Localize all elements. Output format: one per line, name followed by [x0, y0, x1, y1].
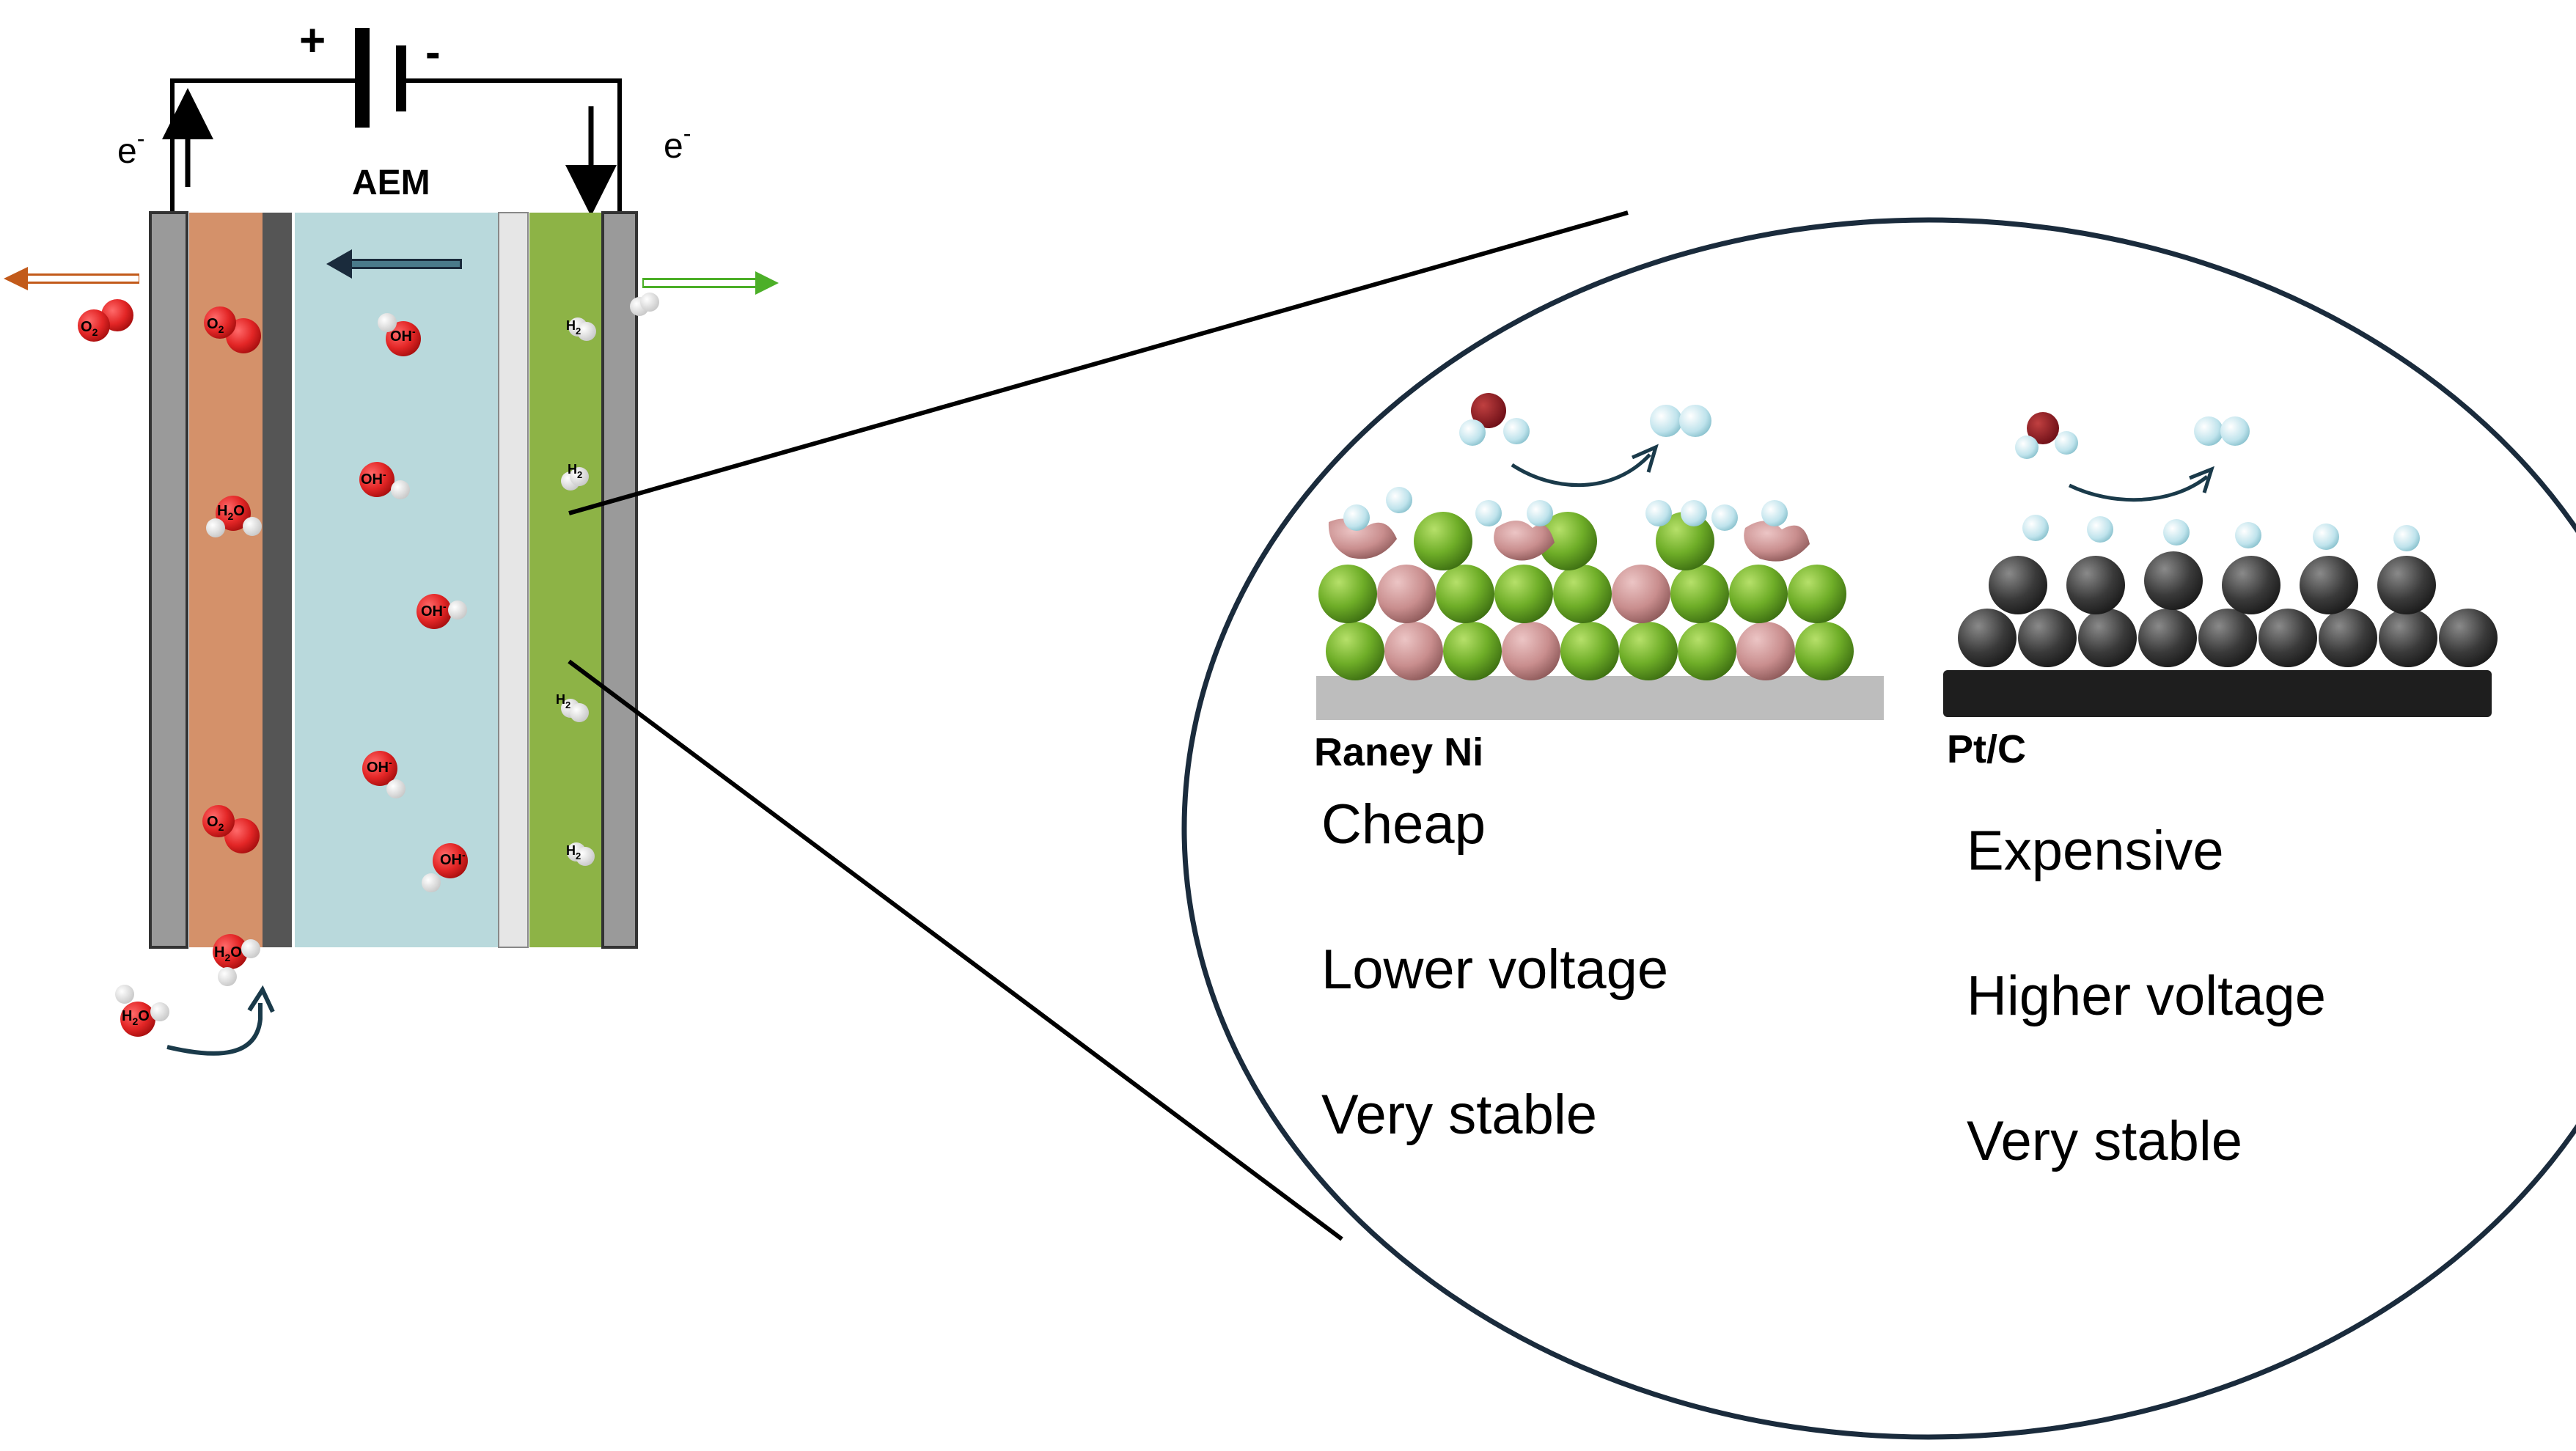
svg-text:O2: O2 [81, 319, 98, 338]
oh-transport-arrow [326, 249, 462, 279]
pt-c-cost: Expensive [1967, 820, 2224, 882]
svg-text:H2: H2 [566, 843, 581, 862]
svg-text:H2O: H2O [122, 1008, 150, 1027]
zoom-line-lower [568, 659, 1343, 1241]
water-inflow-arrowhead [247, 985, 275, 1013]
raney-ni-substrate [1316, 676, 1884, 720]
pt-c-catalyst [1943, 412, 2498, 717]
h2-molecule: H2 [556, 692, 589, 722]
pt-c-voltage: Higher voltage [1967, 965, 2326, 1027]
svg-text:O2: O2 [207, 316, 224, 335]
svg-text:H2: H2 [566, 318, 581, 337]
membrane-label: AEM [352, 164, 430, 202]
electron-right-label: e- [664, 120, 691, 166]
h2o-molecule: H2O [213, 934, 260, 986]
battery-positive-plate [355, 28, 370, 128]
raney-ni-voltage: Lower voltage [1321, 938, 1668, 1001]
battery-minus-label: - [425, 27, 441, 78]
oh-ion: OH- [362, 751, 406, 798]
anode-collector [149, 211, 188, 949]
battery-plus-label: + [299, 15, 326, 66]
external-circuit: + - e- e- AEM [117, 15, 691, 216]
h2-molecule: H2 [566, 842, 595, 866]
battery-negative-plate [396, 45, 406, 111]
h2o-molecule: H2O [206, 496, 262, 537]
cathode-gdl [498, 212, 529, 948]
oh-ion: OH- [359, 462, 410, 499]
o2-molecule: O2 [78, 299, 133, 342]
svg-text:H2O: H2O [214, 944, 242, 963]
oh-ion: OH- [417, 594, 467, 629]
svg-text:OH-: OH- [367, 757, 392, 776]
oxygen-outlet-arrow [4, 267, 139, 290]
electron-left-label: e- [117, 125, 144, 171]
h2-molecule [630, 293, 659, 316]
zoom-circle [1181, 217, 2576, 1440]
hydrogen-outlet-arrow [642, 271, 779, 295]
o2-molecule: O2 [202, 805, 260, 853]
svg-text:O2: O2 [207, 814, 224, 833]
h2o-molecule: H2O [115, 985, 169, 1037]
raney-ni-title: Raney Ni [1314, 730, 1483, 774]
h2-molecule: H2 [561, 462, 589, 491]
pt-c-stability: Very stable [1967, 1110, 2242, 1172]
svg-text:H2: H2 [568, 462, 582, 480]
svg-text:H2: H2 [556, 692, 570, 710]
raney-ni-catalyst [1316, 393, 1884, 720]
water-inflow-arrow [166, 1003, 263, 1056]
oh-ion: OH- [378, 313, 421, 356]
svg-text:OH-: OH- [421, 600, 447, 620]
raney-ni-stability: Very stable [1321, 1084, 1597, 1146]
anode-gdl [263, 213, 292, 947]
svg-text:OH-: OH- [440, 849, 466, 868]
cathode-collector [601, 211, 638, 949]
svg-text:OH-: OH- [390, 326, 416, 345]
pt-c-title: Pt/C [1947, 727, 2026, 771]
h2-molecule: H2 [566, 317, 596, 341]
oh-ion: OH- [422, 843, 468, 892]
svg-text:OH-: OH- [361, 469, 386, 488]
raney-ni-cost: Cheap [1321, 793, 1486, 856]
svg-text:H2O: H2O [217, 503, 245, 522]
o2-molecule: O2 [204, 306, 261, 353]
pt-c-substrate [1943, 670, 2492, 717]
zoom-line-upper [568, 210, 1629, 515]
